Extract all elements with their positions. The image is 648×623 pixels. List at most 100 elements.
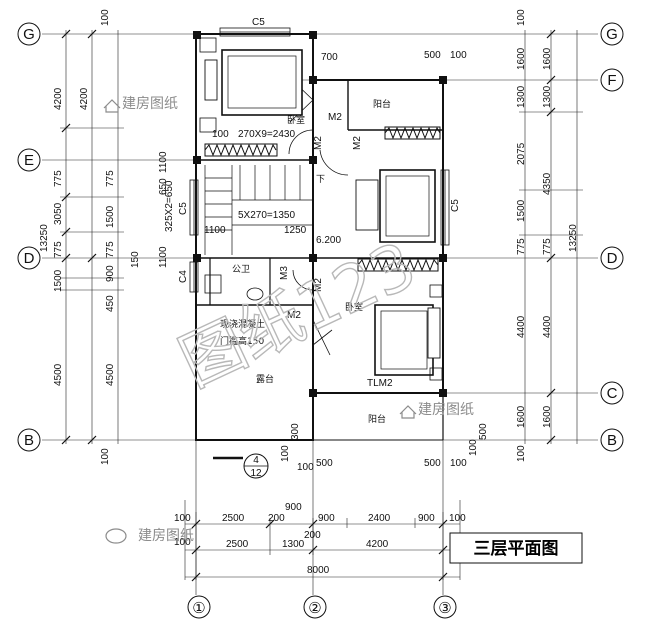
label-m2-d: M2 — [313, 278, 324, 292]
svg-text:300: 300 — [290, 423, 301, 440]
label-c4: C4 — [178, 270, 189, 283]
columns — [193, 31, 447, 397]
svg-text:900: 900 — [105, 265, 116, 282]
svg-text:100: 100 — [516, 9, 527, 26]
svg-text:500: 500 — [424, 458, 441, 469]
svg-text:100: 100 — [280, 445, 291, 462]
dims-bottom-row2: 2500 1300 4200 — [226, 539, 389, 550]
svg-text:775: 775 — [105, 241, 116, 258]
svg-text:900: 900 — [318, 513, 335, 524]
svg-text:500: 500 — [316, 458, 333, 469]
watermark-bottom: 建房图纸 — [418, 402, 474, 418]
svg-text:4500: 4500 — [105, 363, 116, 386]
label-stair-down: 下 — [316, 175, 325, 185]
label-m2-b: M2 — [313, 136, 324, 150]
home-icon-2 — [399, 405, 417, 419]
svg-text:1300: 1300 — [516, 85, 527, 108]
section-mark-sheet: 12 — [250, 468, 262, 479]
svg-text:900: 900 — [285, 502, 302, 513]
svg-text:2400: 2400 — [368, 513, 391, 524]
svg-text:1600: 1600 — [516, 405, 527, 428]
svg-text:100: 100 — [450, 458, 467, 469]
dims-misc: 700 500 100 100 1100 1100 1250 650 1100 … — [130, 50, 489, 548]
opening-labels: C5 C5 C5 C4 M2 M2 M2 M2 M2 M3 TLM2 — [178, 17, 461, 389]
watermark-icons — [103, 99, 417, 544]
dim-bottom-total: 8000 — [307, 565, 330, 576]
svg-text:200: 200 — [268, 513, 285, 524]
axis-labels: G G F E D D C B B ① ② ③ — [23, 26, 618, 617]
label-m2-e: M2 — [287, 310, 301, 321]
label-c5-right: C5 — [450, 199, 461, 212]
title-block: 三层平面图 — [449, 532, 583, 564]
label-stair-upper: 270X9=2430 — [238, 129, 295, 140]
svg-text:100: 100 — [212, 129, 229, 140]
stairs — [204, 165, 313, 255]
svg-text:900: 900 — [418, 513, 435, 524]
label-m2-c: M2 — [352, 136, 363, 150]
section-mark — [213, 453, 269, 479]
fixtures — [199, 37, 443, 381]
svg-text:3050: 3050 — [53, 202, 64, 225]
svg-text:1600: 1600 — [516, 47, 527, 70]
svg-text:4400: 4400 — [542, 315, 553, 338]
svg-text:1300: 1300 — [542, 85, 553, 108]
svg-text:775: 775 — [542, 238, 553, 255]
section-mark-num: 4 — [253, 455, 259, 466]
beds — [204, 49, 441, 376]
dimension-lines — [60, 30, 583, 580]
label-toilet: 公卫 — [232, 264, 250, 275]
svg-text:100: 100 — [100, 9, 111, 26]
svg-text:2075: 2075 — [516, 142, 527, 165]
axis-label-b: B — [24, 432, 34, 449]
axis-label-2: ② — [308, 600, 321, 617]
axis-label-c: C — [607, 385, 618, 402]
svg-text:1500: 1500 — [105, 205, 116, 228]
svg-text:650: 650 — [158, 178, 169, 195]
axis-label-d-right: D — [607, 250, 618, 267]
watermark-footer: 建房图纸 — [138, 528, 194, 544]
axis-label-3: ③ — [438, 600, 451, 617]
svg-text:450: 450 — [105, 295, 116, 312]
axis-label-f: F — [607, 72, 616, 89]
svg-text:4400: 4400 — [516, 315, 527, 338]
label-concrete-2: 门槛高150 — [220, 335, 264, 347]
section-mark-labels: 4 12 — [250, 455, 262, 479]
svg-text:1100: 1100 — [158, 246, 169, 268]
svg-text:1600: 1600 — [542, 47, 553, 70]
label-concrete-1: 现浇混凝土 — [220, 318, 265, 330]
svg-text:100: 100 — [516, 445, 527, 462]
svg-text:4200: 4200 — [79, 87, 90, 110]
svg-text:4200: 4200 — [366, 539, 389, 550]
room-labels: 卧室 阳台 卧室 公卫 露台 阳台 现浇混凝土 门槛高150 6.200 下 — [220, 98, 391, 425]
label-balcony-top: 阳台 — [373, 98, 391, 110]
label-bedroom-top: 卧室 — [287, 114, 305, 126]
chat-icon — [105, 528, 127, 544]
svg-text:4500: 4500 — [53, 363, 64, 386]
svg-text:1300: 1300 — [282, 539, 305, 550]
wardrobes — [204, 126, 441, 272]
axis-label-g: G — [23, 26, 35, 43]
dimension-ticks — [61, 29, 556, 582]
label-stair-side: 325X2=650 — [164, 180, 175, 232]
label-bedroom-right: 卧室 — [345, 301, 363, 313]
label-c5-left: C5 — [178, 202, 189, 215]
label-c5-top: C5 — [252, 17, 265, 28]
svg-text:100: 100 — [174, 513, 191, 524]
label-terrace: 露台 — [256, 373, 274, 385]
axis-label-1: ① — [192, 600, 205, 617]
svg-text:1600: 1600 — [542, 405, 553, 428]
svg-text:1250: 1250 — [284, 225, 307, 236]
svg-text:100: 100 — [100, 448, 111, 465]
axis-label-g-right: G — [606, 26, 618, 43]
label-m2-a: M2 — [328, 112, 342, 123]
svg-text:100: 100 — [468, 439, 479, 456]
label-elevation: 6.200 — [316, 235, 341, 246]
axis-label-d: D — [24, 250, 35, 267]
svg-text:4200: 4200 — [53, 87, 64, 110]
svg-text:1500: 1500 — [53, 269, 64, 292]
label-m3: M3 — [279, 266, 290, 280]
dims-left-inner: 4200 775 1500 775 900 450 4500 — [79, 87, 116, 386]
label-stair-lower: 5X270=1350 — [238, 210, 295, 221]
watermark-top: 建房图纸 — [122, 96, 178, 112]
label-tlm2: TLM2 — [367, 378, 393, 389]
